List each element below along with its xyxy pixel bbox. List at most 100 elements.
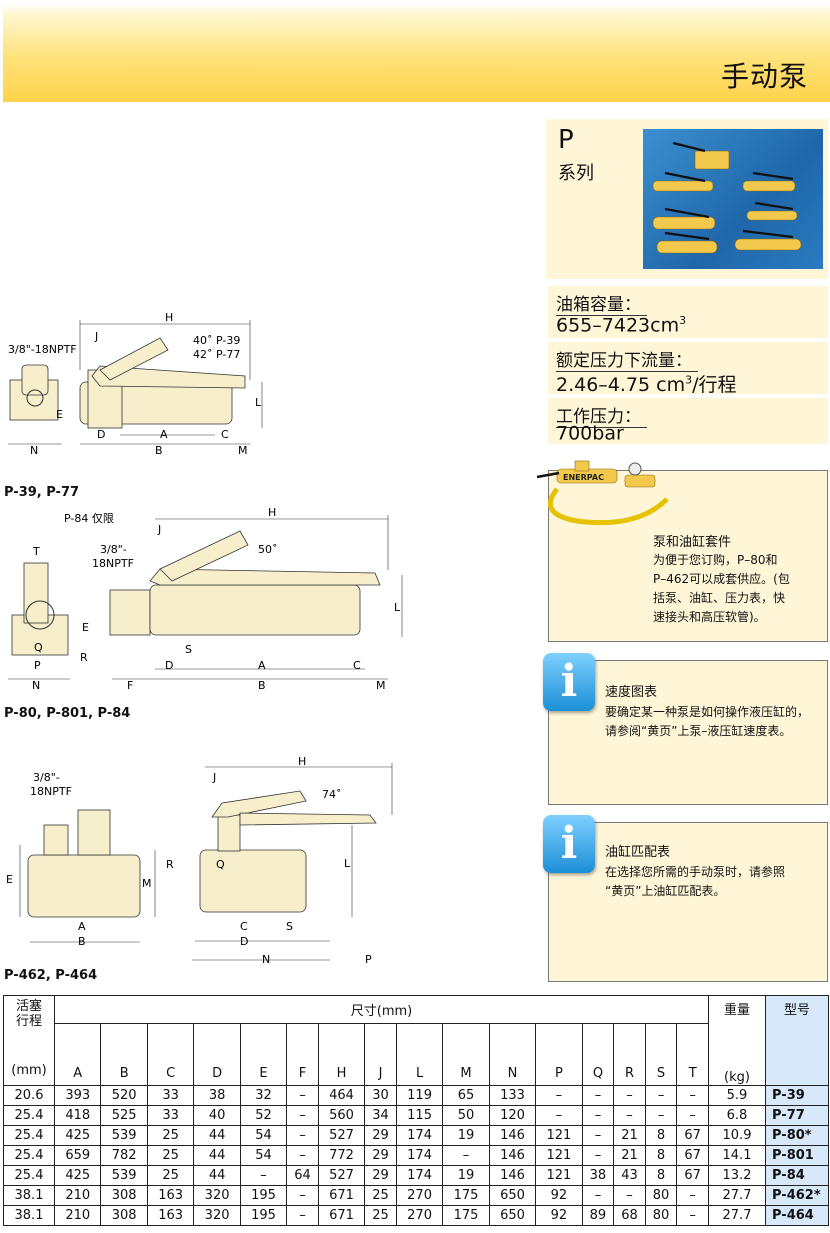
- dimension-cell: 527: [317, 1125, 366, 1146]
- svg-text:T: T: [32, 545, 40, 558]
- weight-header: 重量 (kg): [708, 995, 766, 1086]
- dimension-cell: 67: [676, 1145, 709, 1166]
- svg-text:A: A: [258, 659, 266, 672]
- dimension-cell: 650: [488, 1185, 537, 1206]
- kit-illustration: ENERPAC: [536, 460, 669, 526]
- svg-text:M: M: [376, 679, 386, 692]
- dimension-cell: 30: [364, 1085, 397, 1106]
- dimension-cell: 67: [676, 1125, 709, 1146]
- svg-text:D: D: [165, 659, 173, 672]
- dimension-cell: 68: [613, 1205, 646, 1226]
- dimension-cell: –: [286, 1185, 319, 1206]
- dimension-cell: 539: [100, 1125, 148, 1146]
- cylinder-match-box: i 油缸匹配表 在选择您所需的手动泵时，请参照 “黄页”上油缸匹配表。: [543, 815, 828, 982]
- pump-product-photo: [643, 129, 823, 269]
- dimension-cell: 146: [488, 1125, 537, 1146]
- weight-cell: 27.7: [708, 1185, 766, 1206]
- kit-brand-text: ENERPAC: [563, 473, 604, 482]
- dimension-cell: 44: [193, 1165, 241, 1186]
- dimension-cell: –: [286, 1085, 319, 1106]
- dimension-cell: 92: [535, 1205, 583, 1226]
- spec-label: 工作压力：: [556, 402, 647, 428]
- svg-text:P-84 仅限: P-84 仅限: [64, 512, 114, 525]
- svg-text:B: B: [78, 935, 86, 948]
- model-cell: P-801: [765, 1145, 829, 1166]
- dimension-cell: 25: [146, 1165, 195, 1186]
- model-cell: P-464: [765, 1205, 829, 1226]
- dimension-cell: 29: [364, 1145, 397, 1166]
- column-header-l: L: [395, 1022, 444, 1087]
- weight-cell: 14.1: [708, 1145, 766, 1166]
- spec-flow-rate: 额定压力下流量： 2.46–4.75 cm3/行程: [548, 342, 828, 396]
- dimension-cell: 19: [442, 1165, 490, 1186]
- weight-cell: 5.9: [708, 1085, 766, 1106]
- svg-text:J: J: [94, 330, 98, 343]
- spec-label: 油箱容量：: [556, 290, 647, 316]
- dimension-cell: 67: [676, 1165, 709, 1186]
- stroke-cell: 38.1: [3, 1185, 55, 1206]
- dimension-cell: 210: [53, 1185, 102, 1206]
- svg-text:H: H: [165, 311, 173, 324]
- column-header-r: R: [613, 1022, 646, 1087]
- dimension-cell: 115: [395, 1105, 444, 1126]
- dimension-cell: 671: [317, 1185, 366, 1206]
- svg-text:Q: Q: [216, 858, 225, 871]
- dimension-cell: 25: [364, 1205, 397, 1226]
- dimension-cell: –: [286, 1145, 319, 1166]
- dimension-cell: 133: [488, 1085, 537, 1106]
- dimension-cell: 425: [53, 1125, 102, 1146]
- stroke-cell: 38.1: [3, 1205, 55, 1226]
- dimension-cell: 29: [364, 1125, 397, 1146]
- column-header-c: C: [146, 1022, 195, 1087]
- dimension-cell: 782: [100, 1145, 148, 1166]
- diagram2-caption: P-80, P-801, P-84: [4, 706, 131, 721]
- model-cell: P-77: [765, 1105, 829, 1126]
- model-cell: P-39: [765, 1085, 829, 1106]
- series-box: P 系列: [546, 119, 828, 279]
- svg-text:3/8"-18NPTF: 3/8"-18NPTF: [8, 343, 77, 356]
- svg-text:R: R: [166, 858, 174, 871]
- column-header-t: T: [676, 1022, 709, 1087]
- svg-text:C: C: [221, 428, 229, 441]
- dimension-cell: 527: [317, 1165, 366, 1186]
- model-cell: P-462*: [765, 1185, 829, 1206]
- column-header-d: D: [193, 1022, 241, 1087]
- dimension-cell: –: [644, 1085, 678, 1106]
- dimension-cell: 418: [53, 1105, 102, 1126]
- model-header: 型号: [765, 995, 829, 1086]
- pump-photo-illustration: [652, 141, 802, 254]
- dims-header: 尺寸(mm): [54, 995, 709, 1024]
- dimension-cell: –: [581, 1185, 615, 1206]
- dimension-cell: –: [644, 1105, 678, 1126]
- weight-cell: 10.9: [708, 1125, 766, 1146]
- dimension-cell: 174: [395, 1125, 444, 1146]
- dimension-cell: 270: [395, 1185, 444, 1206]
- dimension-cell: 119: [395, 1085, 444, 1106]
- dimension-cell: 174: [395, 1165, 444, 1186]
- dimension-cell: 174: [395, 1145, 444, 1166]
- model-cell: P-80*: [765, 1125, 829, 1146]
- dimension-cell: 21: [613, 1145, 646, 1166]
- svg-text:L: L: [394, 601, 401, 614]
- spec-value: 2.46–4.75 cm3/行程: [556, 373, 737, 396]
- svg-text:40˚ P-39: 40˚ P-39: [193, 334, 240, 347]
- dimension-cell: 560: [317, 1105, 366, 1126]
- column-header-m: M: [442, 1022, 490, 1087]
- dimension-cell: 195: [239, 1185, 288, 1206]
- diagram1-caption: P-39, P-77: [4, 485, 80, 500]
- dimension-cell: –: [676, 1205, 709, 1226]
- column-header-n: N: [488, 1022, 537, 1087]
- dimension-cell: 54: [239, 1125, 288, 1146]
- dimension-cell: 8: [644, 1165, 678, 1186]
- dimension-cell: 308: [100, 1185, 148, 1206]
- spec-reservoir-capacity: 油箱容量： 655–7423cm3: [548, 286, 828, 338]
- dimension-cell: –: [613, 1085, 646, 1106]
- column-header-s: S: [644, 1022, 678, 1087]
- kit-box: ENERPAC 泵和油缸套件 为便于您订购，P–80和 P–462可以成套供应。…: [536, 460, 828, 642]
